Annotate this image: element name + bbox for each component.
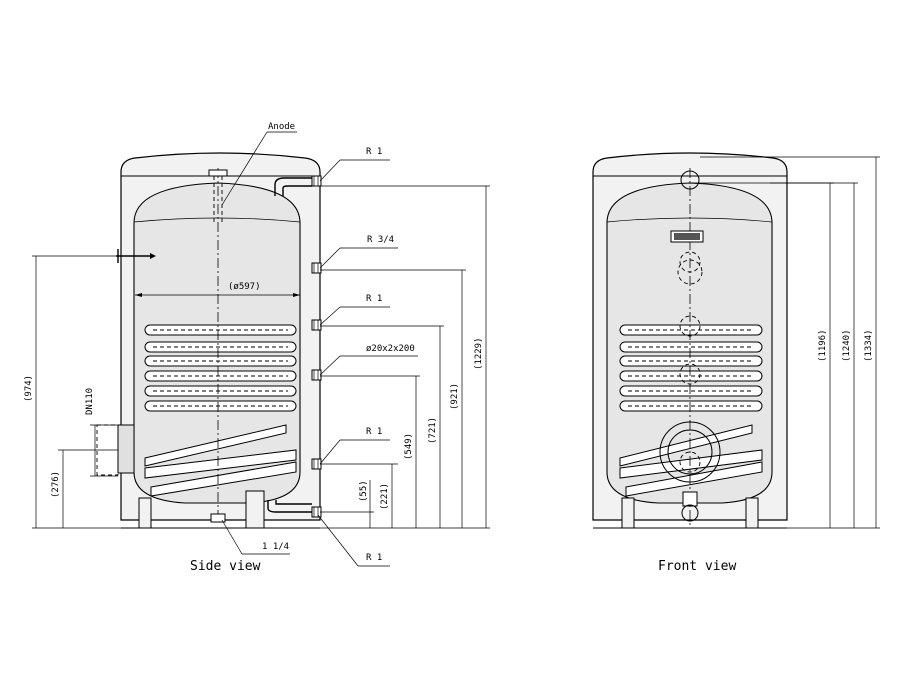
side-labels: Anode R 1 R 3/4 R 1 ø20x2x200 R 1 R 1 1 … <box>85 122 418 574</box>
flange-label: DN110 <box>85 388 95 415</box>
dim-221: (221) <box>380 483 390 510</box>
r1-bottom-label: R 1 <box>366 553 382 563</box>
dim-921: (921) <box>450 383 460 410</box>
dim-1196: (1196) <box>818 329 828 362</box>
r1-coil-out-label: R 1 <box>366 427 382 437</box>
side-coil <box>144 324 297 497</box>
front-flange <box>659 421 721 483</box>
dim-1240: (1240) <box>842 329 852 362</box>
dim-55: (55) <box>359 480 369 502</box>
front-view-caption: Front view <box>658 559 736 574</box>
dim-549: (549) <box>404 433 414 460</box>
drain-socket <box>210 513 226 523</box>
r1-coil-in-label: R 1 <box>366 294 382 304</box>
dim-1229: (1229) <box>474 337 484 370</box>
side-leg-right <box>245 490 265 529</box>
dim-276: (276) <box>51 471 61 498</box>
drain-label: 1 1/4 <box>262 542 289 552</box>
sensor-label: ø20x2x200 <box>366 344 415 354</box>
dim-721: (721) <box>428 417 438 444</box>
side-dimensions: (ø597) (974) (276) (1229) (921) (721) (5… <box>24 185 490 529</box>
r1-top-label: R 1 <box>366 147 382 157</box>
r34-label: R 3/4 <box>367 235 394 245</box>
front-dimensions: (1196) (1240) (1334) <box>690 156 880 529</box>
dim-974: (974) <box>24 375 34 402</box>
front-view: Front view <box>592 152 788 574</box>
side-view-caption: Side view <box>190 559 261 574</box>
dim-diameter: (ø597) <box>228 282 261 292</box>
flange <box>117 424 135 474</box>
front-leg-left <box>621 497 635 529</box>
dim-1334: (1334) <box>864 329 874 362</box>
side-leg-left <box>138 497 152 529</box>
anode-cap <box>208 169 228 177</box>
front-leg-right <box>745 497 759 529</box>
side-view <box>96 152 322 529</box>
front-coil <box>619 324 763 497</box>
anode-label: Anode <box>268 122 295 132</box>
